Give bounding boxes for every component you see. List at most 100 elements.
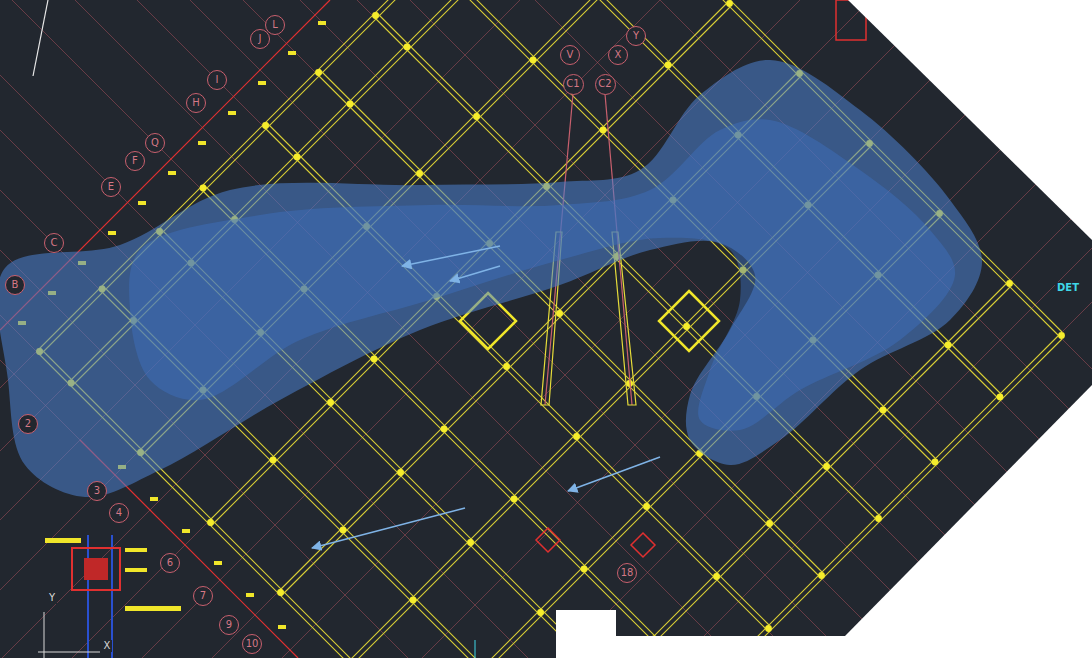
column-dot: [1006, 280, 1013, 287]
column-dot: [262, 122, 269, 129]
grid-label: F: [132, 156, 138, 166]
grid-bubble: 2: [18, 414, 38, 434]
column-dot: [200, 185, 207, 192]
column-dot: [404, 44, 411, 51]
flow-arrow: [450, 266, 500, 281]
column-diamond: [659, 291, 719, 351]
column-dot: [397, 469, 404, 476]
detail-bar: [45, 538, 81, 543]
grid-bubble: C: [44, 233, 64, 253]
grid-label: C1: [566, 79, 579, 89]
column-dot: [875, 515, 882, 522]
grid-bubble: Y: [626, 26, 646, 46]
column-dot: [945, 342, 952, 349]
grid-label: V: [567, 50, 574, 60]
grid-label: 4: [116, 508, 122, 518]
column-dot: [765, 625, 772, 632]
column-dot: [372, 12, 379, 19]
grid-bubble: F: [125, 151, 145, 171]
column-dot: [1058, 332, 1065, 339]
grid-bubble: 18: [617, 563, 637, 583]
detail-fill: [84, 558, 108, 580]
column-dot: [503, 363, 510, 370]
column-dot: [347, 101, 354, 108]
zone-overlay: [0, 60, 982, 497]
grid-label: X: [104, 640, 111, 651]
column-dot: [997, 394, 1004, 401]
column-dot: [766, 520, 773, 527]
column-dot: [537, 609, 544, 616]
grid-bubble: C2: [595, 74, 616, 95]
tick-mark: [168, 171, 176, 175]
column-dot: [573, 433, 580, 440]
tick-mark: [108, 231, 116, 235]
column-dot: [530, 57, 537, 64]
grid-label: 2: [25, 419, 31, 429]
grid-bubble: B: [5, 275, 25, 295]
tick-mark: [138, 201, 146, 205]
grid-bubble: E: [101, 177, 121, 197]
plain-label: Y: [47, 592, 57, 604]
plain-label: DET: [1055, 282, 1081, 294]
column-dot: [327, 399, 334, 406]
flow-arrow: [402, 246, 500, 266]
column-dot: [818, 572, 825, 579]
column-dot: [643, 503, 650, 510]
grid-label: 6: [167, 558, 173, 568]
plain-label: X: [102, 640, 113, 652]
detail-box: [72, 548, 120, 590]
column-dot: [932, 459, 939, 466]
grid-bubble: 3: [87, 481, 107, 501]
flow-arrow: [568, 457, 660, 491]
axis-icon: [44, 612, 45, 658]
tick-mark: [246, 593, 254, 597]
column-dot: [511, 496, 518, 503]
grid-label: 10: [246, 639, 259, 649]
grid-label: C: [51, 238, 58, 248]
grid-bubble: 9: [219, 615, 239, 635]
grid-bubble: H: [186, 93, 206, 113]
grid-bubble: C1: [563, 74, 584, 95]
zone-shape: [129, 119, 955, 431]
blank-area: [610, 636, 850, 658]
grid-label: J: [259, 34, 262, 44]
grid-label: DET: [1057, 282, 1079, 293]
grid-label: 3: [94, 486, 100, 496]
grid-bubble: 6: [160, 553, 180, 573]
marker: [536, 528, 560, 552]
marker: [475, 640, 476, 658]
column-dot: [207, 519, 214, 526]
tick-mark: [318, 21, 326, 25]
column-dot: [315, 69, 322, 76]
sheet-edge: [556, 0, 1092, 658]
grid-label: 9: [226, 620, 232, 630]
column-dot: [270, 457, 277, 464]
tick-mark: [214, 561, 222, 565]
grid-bubble: V: [560, 45, 580, 65]
flow-arrows: [312, 246, 660, 548]
column-dot: [713, 573, 720, 580]
tick-mark: [228, 111, 236, 115]
grid-label: Y: [49, 592, 55, 603]
tick-mark: [198, 141, 206, 145]
column-dot: [823, 463, 830, 470]
